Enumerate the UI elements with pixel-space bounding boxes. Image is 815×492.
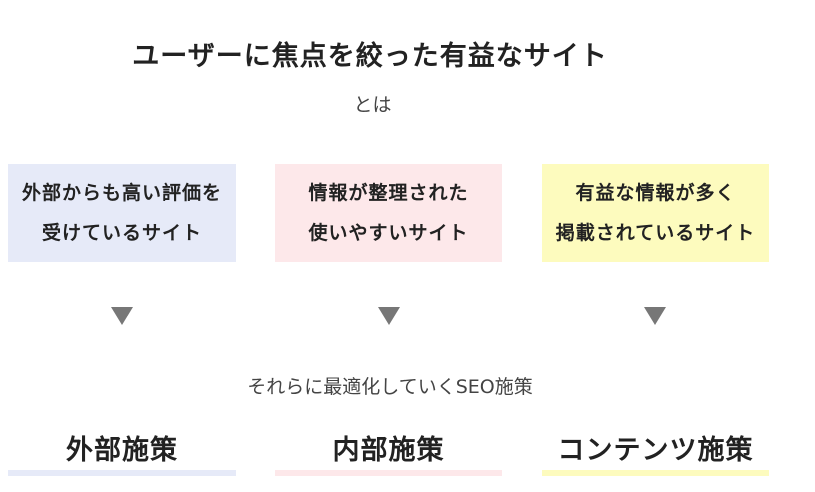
policy-internal: 内部施策: [332, 435, 445, 466]
policy-content: コンテンツ施策: [557, 435, 754, 466]
down-arrow-icon: [111, 307, 133, 325]
policy-external: 外部施策: [66, 435, 178, 466]
policy-underline: [542, 470, 769, 476]
middle-caption: それらに最適化していくSEO施策: [247, 376, 533, 398]
box-line: 有益な情報が多く: [575, 182, 736, 204]
box-external-evaluation: 外部からも高い評価を 受けているサイト: [8, 164, 236, 262]
policy-underline: [8, 470, 236, 476]
policy-underline: [275, 470, 502, 476]
box-useful-info: 有益な情報が多く 掲載されているサイト: [542, 164, 769, 262]
box-organized-info: 情報が整理された 使いやすいサイト: [275, 164, 502, 262]
down-arrow-icon: [644, 307, 666, 325]
box-line: 情報が整理された: [308, 182, 469, 204]
down-arrow-icon: [378, 307, 400, 325]
box-line: 掲載されているサイト: [555, 222, 756, 244]
box-line: 受けているサイト: [41, 222, 202, 244]
diagram-subtitle: とは: [353, 94, 392, 116]
diagram-title: ユーザーに焦点を絞った有益なサイト: [132, 41, 608, 72]
box-line: 使いやすいサイト: [308, 222, 469, 244]
box-line: 外部からも高い評価を: [21, 182, 222, 204]
